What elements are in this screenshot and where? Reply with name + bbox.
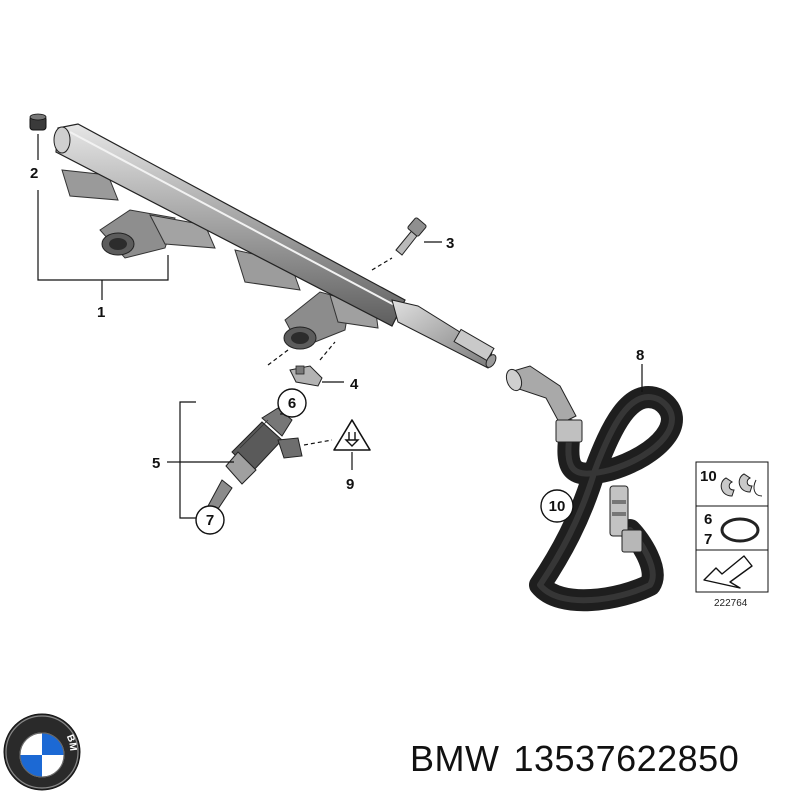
clip-rings-icon [720, 473, 763, 497]
arrow-pointer-icon [703, 555, 753, 589]
o-ring-icon [720, 517, 760, 543]
callout-3: 3 [446, 235, 454, 252]
electrical-warning-icon [333, 419, 371, 451]
callout-1: 1 [97, 304, 105, 321]
bolt-part [395, 217, 427, 256]
legend-label-7: 7 [704, 531, 712, 548]
callout-6: 6 [288, 395, 296, 412]
clip-part [289, 365, 323, 387]
callout-10-circle [540, 489, 574, 523]
legend-label-6: 6 [704, 511, 712, 528]
callout-8: 8 [636, 347, 644, 364]
part-number: 13537622850 [513, 738, 740, 779]
brand-name: BMW [410, 738, 500, 779]
diagram-number: 222764 [714, 598, 748, 609]
legend-box: 10 6 7 222764 [695, 461, 769, 609]
cap-part [29, 113, 47, 131]
leader-lines [37, 134, 643, 519]
callout-5: 5 [152, 455, 160, 472]
injector-part [207, 407, 303, 513]
bmw-logo-letters: BMW [0, 0, 78, 751]
callout-7: 7 [206, 512, 214, 529]
callout-7-circle [195, 505, 225, 535]
callout-9: 9 [346, 476, 354, 493]
callout-labels: 2 1 3 4 5 9 8 6 7 10 [30, 165, 644, 535]
fuel-hose-part [505, 365, 683, 612]
svg-text:BMW: BMW [0, 0, 78, 751]
callout-4: 4 [350, 376, 359, 393]
fuel-rail-part [53, 123, 497, 369]
callout-6-circle [277, 388, 307, 418]
legend-label-10: 10 [700, 468, 717, 485]
callout-10: 10 [549, 498, 566, 515]
footer-caption: BMW 13537622850 [410, 738, 739, 780]
callout-2: 2 [30, 165, 38, 182]
